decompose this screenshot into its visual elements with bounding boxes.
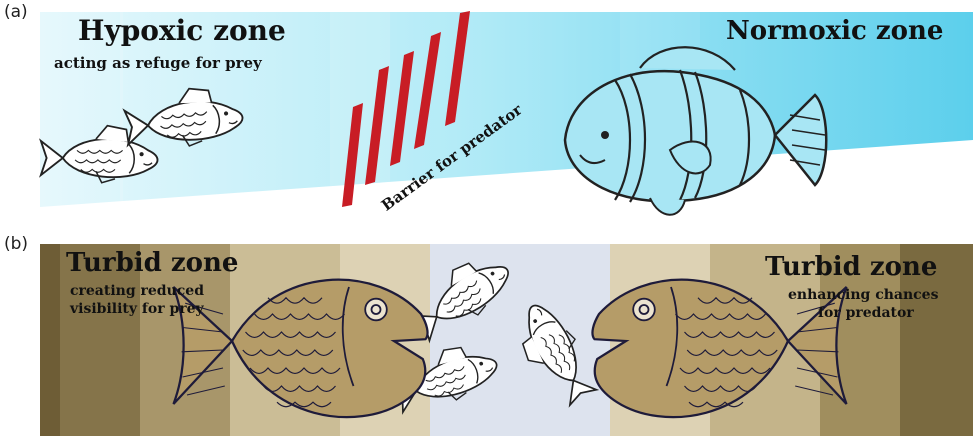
left-turbid-title: Turbid zone (66, 248, 238, 278)
hypoxic-zone-title: Hypoxic zone (78, 14, 286, 47)
hypoxic-zone-subtitle: acting as refuge for prey (54, 54, 262, 72)
panel-b-label: (b) (4, 234, 28, 254)
right-turbid-subtitle-1: enhancing chances (788, 286, 938, 304)
left-turbid-subtitle-2: visibility for prey (70, 300, 204, 318)
right-turbid-title: Turbid zone (765, 252, 937, 282)
left-turbid-subtitle-1: creating reduced (70, 282, 204, 300)
normoxic-zone-title: Normoxic zone (726, 16, 943, 46)
panel-a-label: (a) (4, 2, 28, 22)
right-turbid-subtitle-2: for predator (818, 304, 914, 322)
